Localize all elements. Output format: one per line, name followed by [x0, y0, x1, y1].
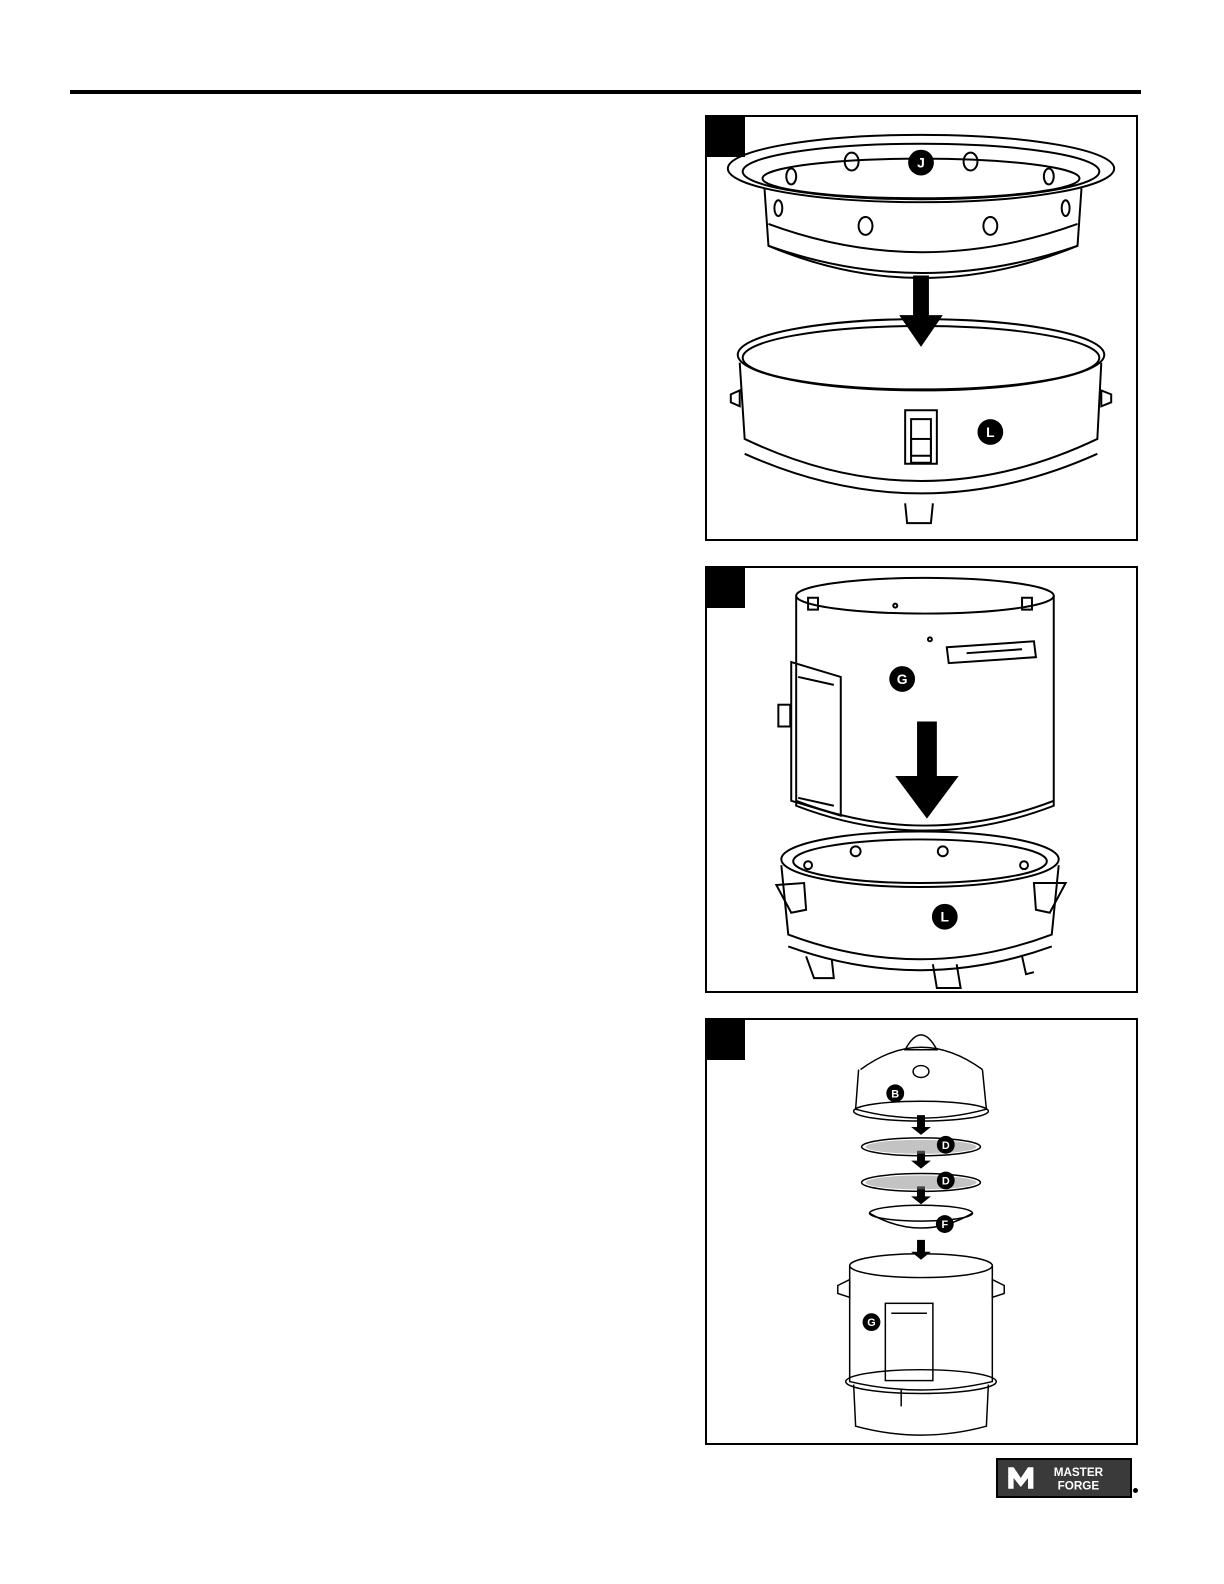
callout-label: G — [867, 1317, 875, 1329]
logo-line1: MASTER — [1054, 1466, 1104, 1479]
callout-label: D — [942, 1175, 950, 1187]
callout-label: L — [986, 424, 995, 440]
step-3-callouts: B D D F G — [707, 1020, 1136, 1443]
callout-label: D — [942, 1140, 950, 1152]
step-2-panel: G L — [705, 566, 1138, 993]
callout-label: F — [941, 1219, 948, 1231]
callout-label: G — [897, 671, 908, 687]
logo-mark: MASTER FORGE — [998, 1460, 1130, 1496]
master-forge-logo: MASTER FORGE — [996, 1458, 1132, 1498]
step-3-panel: B D D F G — [705, 1018, 1138, 1445]
step-1-panel: J L — [705, 115, 1138, 541]
registered-mark — [1133, 1488, 1138, 1493]
logo-line2: FORGE — [1058, 1480, 1100, 1493]
header-rule — [70, 90, 1141, 94]
step-2-callouts: G L — [707, 568, 1136, 991]
callout-label: J — [917, 155, 925, 171]
step-1-callouts: J L — [707, 117, 1136, 539]
callout-label: B — [891, 1088, 899, 1100]
callout-label: L — [941, 909, 950, 925]
